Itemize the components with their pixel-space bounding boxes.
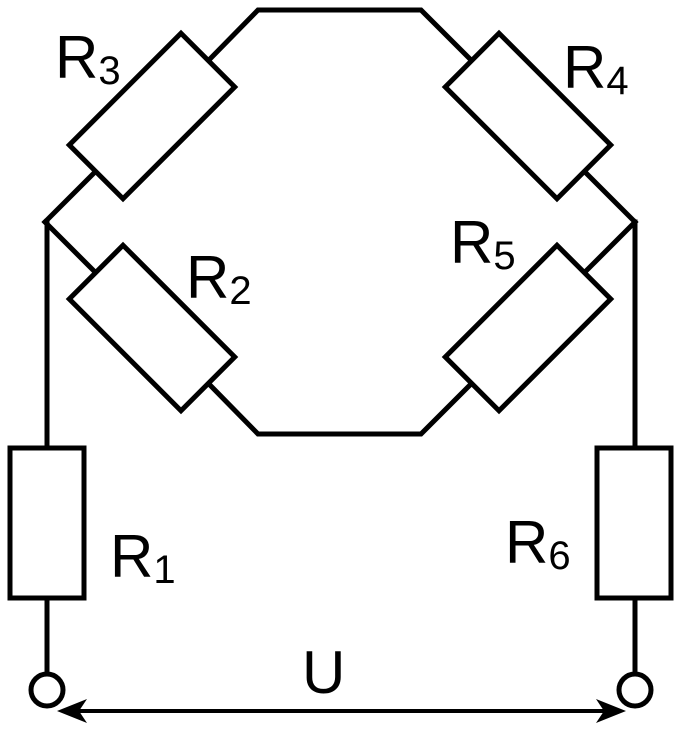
terminal-left bbox=[28, 671, 66, 709]
wire-left-node-to-r3 bbox=[41, 167, 100, 226]
label-r1-index: 1 bbox=[153, 548, 175, 592]
label-r2: R2 bbox=[186, 244, 252, 313]
label-r3-index: 3 bbox=[98, 49, 120, 93]
wire-r3-to-top bbox=[204, 7, 476, 65]
label-r4-index: 4 bbox=[606, 59, 628, 103]
label-r1: R1 bbox=[110, 523, 176, 592]
resistor-r5 bbox=[441, 241, 615, 415]
resistor-r1 bbox=[7, 445, 87, 601]
voltage-arrow-left-head bbox=[57, 699, 87, 723]
label-r5: R5 bbox=[450, 209, 516, 278]
resistor-r2 bbox=[65, 241, 239, 415]
wire-r2-to-bottom bbox=[204, 379, 476, 437]
resistor-r3 bbox=[65, 29, 239, 203]
wire-left-node-to-r2 bbox=[41, 218, 100, 277]
voltage-arrow-right-head bbox=[596, 699, 626, 723]
voltage-arrow bbox=[57, 699, 626, 723]
resistor-r6 bbox=[594, 445, 674, 601]
terminal-right bbox=[616, 671, 654, 709]
wire-r4-to-right-node bbox=[580, 167, 639, 226]
label-r1-letter: R bbox=[110, 523, 153, 590]
wire-r5-to-right-node bbox=[580, 218, 639, 277]
label-voltage: U bbox=[302, 639, 345, 706]
label-r3: R3 bbox=[55, 24, 121, 93]
label-r2-letter: R bbox=[186, 244, 229, 311]
label-r6-index: 6 bbox=[548, 534, 570, 578]
label-r6: R6 bbox=[505, 509, 571, 578]
label-r5-index: 5 bbox=[493, 234, 515, 278]
label-r4-letter: R bbox=[563, 34, 606, 101]
label-r5-letter: R bbox=[450, 209, 493, 276]
resistor-r4 bbox=[441, 29, 615, 203]
label-r4: R4 bbox=[563, 34, 629, 103]
label-r6-letter: R bbox=[505, 509, 548, 576]
label-r3-letter: R bbox=[55, 24, 98, 91]
resistors bbox=[7, 29, 674, 601]
wires bbox=[41, 7, 639, 675]
label-r2-index: 2 bbox=[229, 269, 251, 313]
